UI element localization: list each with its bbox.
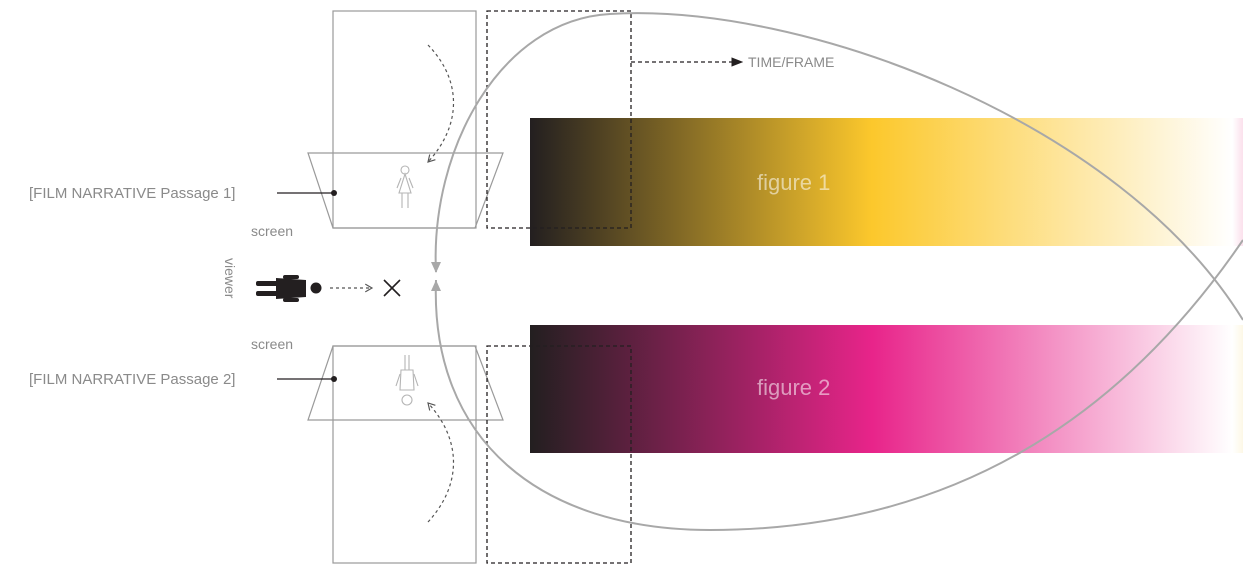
frame-box-bottom xyxy=(486,345,632,564)
screen-bottom-label: screen xyxy=(251,336,293,352)
screen-top xyxy=(307,10,504,229)
inverted-figure-icon xyxy=(395,355,419,406)
loop-arrow-down-icon xyxy=(431,262,441,273)
band-figure-2: figure 2 xyxy=(530,325,1243,453)
loop-arrow-up-icon xyxy=(431,280,441,291)
leader-lines xyxy=(277,190,337,382)
band-figure-1: figure 1 xyxy=(530,118,1243,246)
viewer-label: viewer xyxy=(222,258,238,299)
x-mark-icon xyxy=(383,279,401,297)
female-figure-icon xyxy=(396,165,414,208)
screen-top-label: screen xyxy=(251,223,293,239)
loop-curve-upper xyxy=(434,12,1243,321)
screen-top-trapezoid xyxy=(307,152,504,229)
loop-curve-lower xyxy=(434,239,1243,532)
screen-top-rect xyxy=(332,10,477,229)
passage-2-label: [FILM NARRATIVE Passage 2] xyxy=(29,371,235,388)
curved-arrow-bottom xyxy=(427,402,454,523)
passage-1-label: [FILM NARRATIVE Passage 1] xyxy=(29,185,235,202)
frame-box-top xyxy=(486,10,632,229)
screen-bottom-trapezoid xyxy=(307,345,504,421)
screen-bottom xyxy=(307,345,504,564)
band-label-figure-1: figure 1 xyxy=(757,170,830,195)
viewer-figure-icon xyxy=(256,275,322,302)
time-frame-boxes xyxy=(486,10,632,564)
screen-bottom-rect xyxy=(332,345,477,564)
curved-arrow-top xyxy=(427,44,454,163)
narrative-loop xyxy=(434,12,1243,532)
loop-arrowheads xyxy=(431,262,441,291)
band-label-figure-2: figure 2 xyxy=(757,375,830,400)
time-frame-label: TIME/FRAME xyxy=(748,54,834,70)
